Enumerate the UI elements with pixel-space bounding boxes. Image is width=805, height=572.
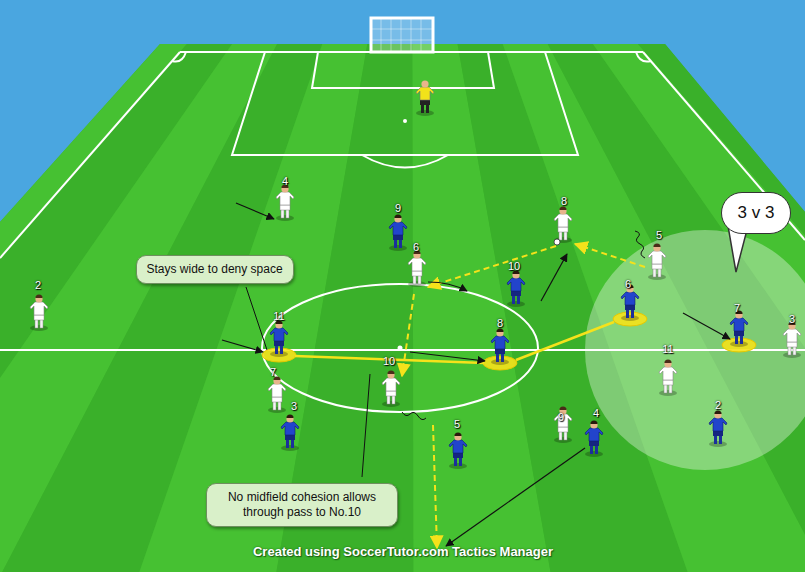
player-number: 9 [558,411,564,423]
callout-text: Stays wide to deny space [147,262,283,277]
player-number: 4 [593,407,599,419]
player-number: 4 [282,175,288,187]
player-number: 7 [734,302,740,314]
player-number: 6 [625,278,631,290]
grass-stripes [0,40,805,572]
callout-box: No midfield cohesion allows through pass… [206,483,398,527]
player-number: 6 [413,241,419,253]
player-number: 10 [383,355,395,367]
players [30,80,801,469]
callout-text: 3 v 3 [738,203,775,223]
goal [371,18,433,52]
callout-box: Stays wide to deny space [136,255,294,284]
player-number: 11 [662,343,673,355]
pass-arrow [402,244,645,548]
overload-zone [585,230,805,470]
player-number: 3 [789,313,795,325]
player-number: 2 [35,279,41,291]
cover-line [295,322,614,363]
watermark: Created using SoccerTutor.com Tactics Ma… [253,546,553,558]
player-number: 2 [715,399,721,411]
leader-line [246,287,370,477]
player-number: 9 [395,202,401,214]
player-number: 3 [291,400,297,412]
player-number: 11 [273,310,284,322]
ball [554,239,560,245]
player-number: 8 [497,317,503,329]
player-number: 5 [656,229,662,241]
player-number: 10 [508,260,520,272]
callout-text: No midfield cohesion allows through pass… [217,490,387,520]
player-number: 8 [561,195,567,207]
player-number: 5 [454,418,460,430]
dribble-line [402,231,645,420]
player-highlight [262,312,756,370]
speech-bubble: 3 v 3 [721,192,792,234]
player-number: 7 [270,366,276,378]
